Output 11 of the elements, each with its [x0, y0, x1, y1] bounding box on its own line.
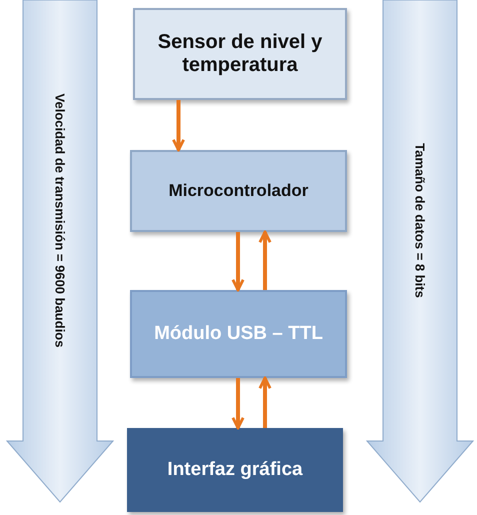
arrow	[258, 376, 272, 428]
arrow	[258, 230, 272, 290]
process-box: Interfaz gráfica	[127, 428, 343, 512]
arrow	[231, 378, 245, 430]
process-box: Microcontrolador	[130, 150, 347, 232]
arrow	[231, 232, 245, 292]
process-box: Sensor de nivel y temperatura	[133, 8, 347, 100]
band-label: Tamaño de datos = 8 bits	[412, 143, 428, 298]
band-label: Velocidad de transmisión = 9600 baudios	[52, 94, 68, 348]
arrow	[172, 100, 186, 152]
process-box: Módulo USB – TTL	[130, 290, 347, 378]
